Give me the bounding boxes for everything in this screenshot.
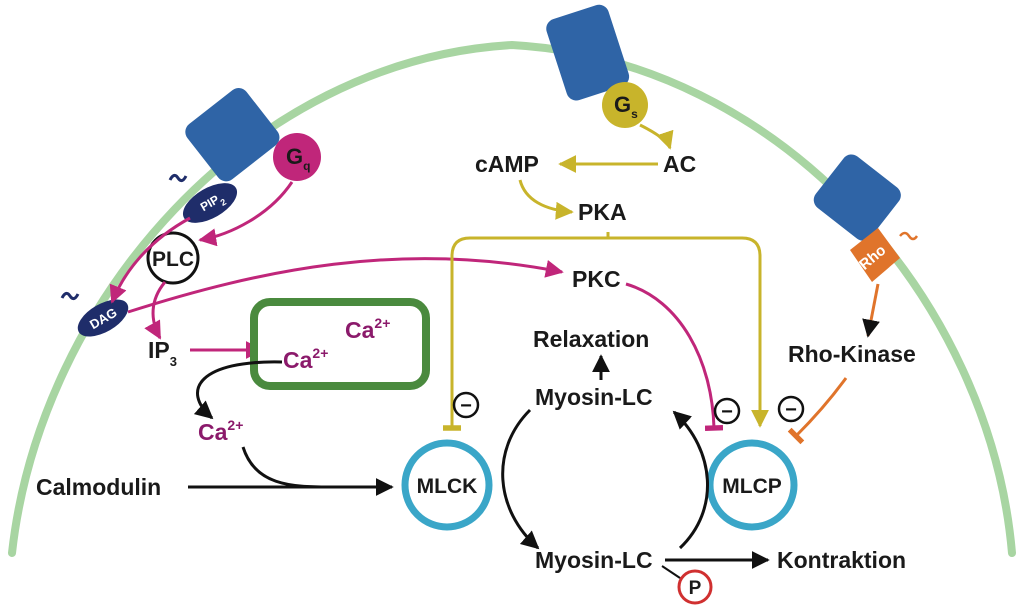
ca-cytosol-label: Ca2+ (198, 417, 243, 445)
inhibit-pkc-mlcp (625, 282, 724, 431)
pip2-lipid: PIP2 (168, 173, 238, 223)
myosin-lc-bottom-label: Myosin-LC (535, 547, 653, 573)
gs-receptor: Gs (546, 4, 648, 128)
phosphate-node: P (677, 569, 713, 605)
mlcp-label: MLCP (722, 475, 782, 498)
ca-cytosol-superscript: 2+ (227, 417, 243, 433)
svg-text:−: − (460, 395, 472, 417)
plc-label: PLC (152, 248, 194, 271)
arrow-gq-plc (198, 181, 294, 247)
gs-subscript: s (631, 107, 638, 121)
inhibit-symbol-mlck: − (452, 391, 480, 419)
arrow-store-ca (193, 360, 283, 420)
camp-label: cAMP (475, 151, 539, 177)
ac-label: AC (663, 151, 696, 177)
ca-store-2-superscript: 2+ (312, 345, 328, 361)
svg-text:Gq: Gq (286, 144, 310, 173)
mlck-node: MLCK (401, 439, 493, 531)
gq-receptor: Gq (185, 88, 321, 182)
arrow-rho-rhokinase (862, 283, 880, 338)
svg-text:−: − (721, 401, 733, 423)
cell-membrane-arc (8, 40, 1016, 557)
rho-receptor: Rho (813, 154, 919, 282)
ip3-label: IP3 (148, 337, 177, 369)
mlcp-node: MLCP (706, 439, 798, 531)
arrow-camp-pka (518, 179, 574, 220)
myosin-lc-top-label: Myosin-LC (535, 384, 653, 410)
arrow-pka-mlcp (608, 236, 769, 428)
ip3-subscript: 3 (170, 354, 177, 369)
ca-store-label-2: Ca2+ (283, 345, 328, 373)
rho-kinase-label: Rho-Kinase (788, 341, 916, 367)
arrow-ca-mlck (241, 446, 331, 489)
arrow-myosin-phosphorylation (501, 408, 540, 550)
plc-node: PLC (146, 231, 200, 285)
mlck-label: MLCK (417, 475, 478, 498)
calmodulin-label: Calmodulin (36, 474, 161, 500)
calcium-store (250, 298, 430, 390)
inhibit-symbol-rho: − (777, 395, 805, 423)
arrow-pip2-dag (109, 216, 191, 304)
relaxation-label: Relaxation (533, 326, 649, 352)
inhibit-rhokinase-mlcp (787, 377, 848, 445)
ca-store-label-1: Ca2+ (345, 315, 390, 343)
gq-subscript: q (303, 159, 310, 173)
arrow-gs-ac (639, 123, 674, 150)
inhibit-symbol-pkc: − (713, 397, 741, 425)
ca-store-1-superscript: 2+ (374, 315, 390, 331)
phosphate-bond (661, 565, 681, 579)
inhibit-pka-mlck (443, 232, 610, 431)
kontraktion-label: Kontraktion (777, 547, 906, 573)
svg-text:−: − (785, 399, 797, 421)
pkc-label: PKC (572, 266, 621, 292)
svg-text:Gs: Gs (614, 92, 638, 121)
gs-label: G (614, 92, 631, 117)
dag-lipid: DAG (60, 291, 129, 337)
pip2-subscript: 2 (219, 197, 228, 208)
arrow-myosin-dephosphorylation (672, 410, 709, 550)
gq-label: G (286, 144, 303, 169)
pka-label: PKA (578, 199, 627, 225)
arrow-pip2-ip3 (144, 281, 167, 340)
arrow-dag-pkc (127, 257, 564, 314)
phosphate-label: P (689, 578, 702, 599)
